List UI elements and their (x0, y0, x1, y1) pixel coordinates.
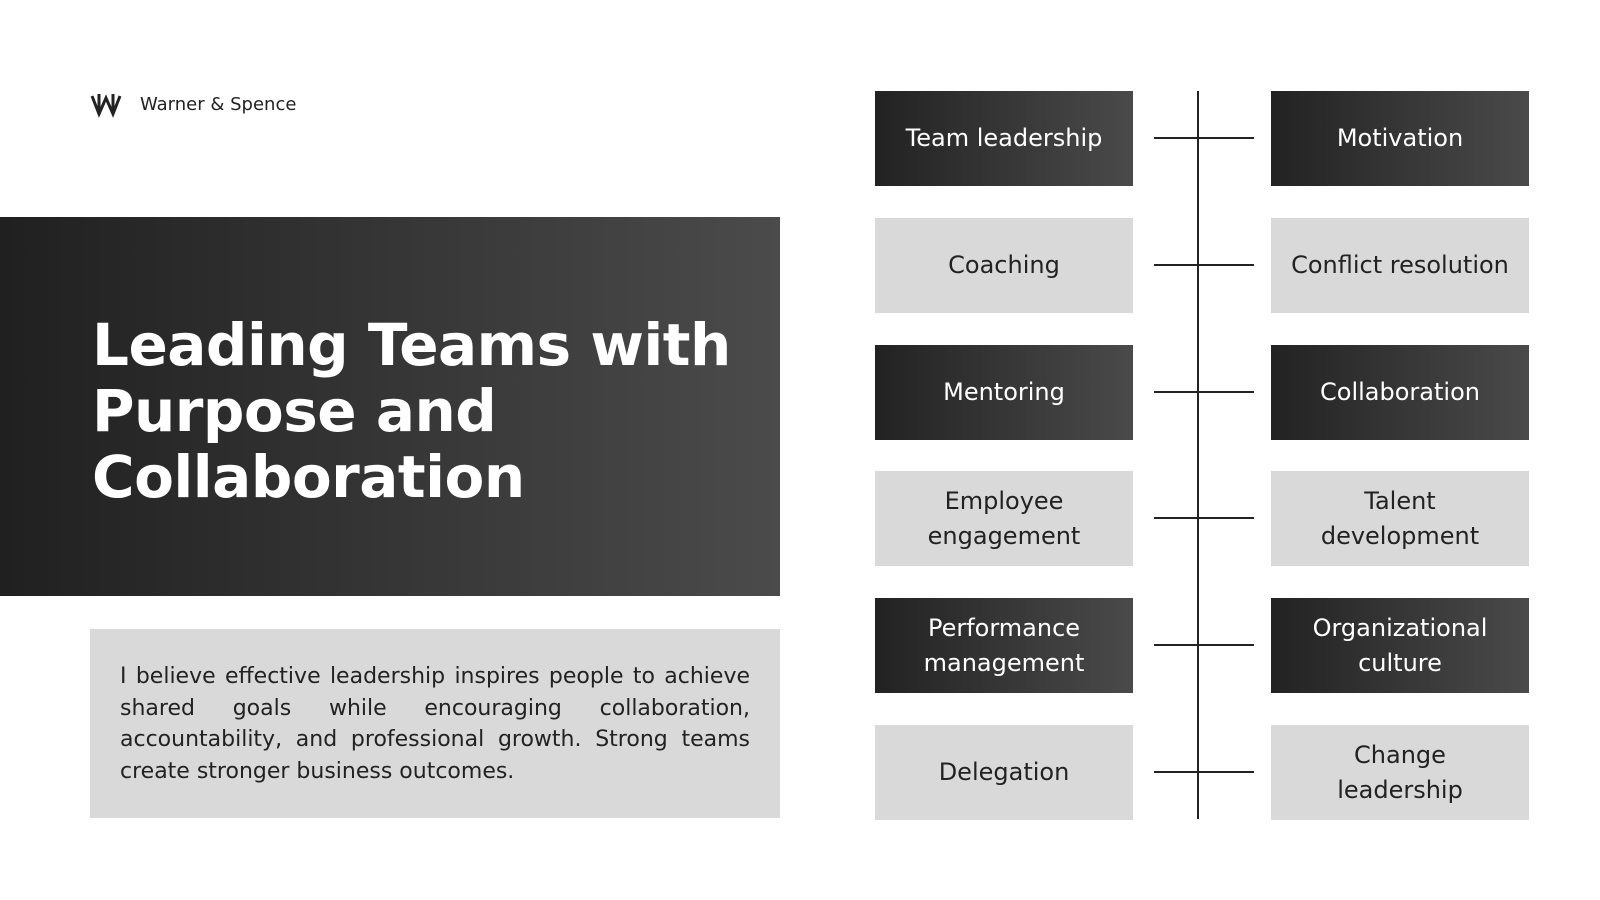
timeline-spine (1197, 91, 1199, 819)
skill-label: Collaboration (1320, 378, 1480, 406)
connector-line (1154, 391, 1254, 393)
connector-line (1154, 517, 1254, 519)
skill-label: Coaching (948, 251, 1060, 279)
connector-line (1154, 137, 1254, 139)
skill-card-right: Motivation (1271, 91, 1529, 186)
brand-name: Warner & Spence (140, 93, 297, 115)
w-logo-icon (90, 94, 122, 118)
skill-card-left: Employee engagement (875, 471, 1133, 566)
skill-card-left: Coaching (875, 218, 1133, 313)
skill-card-right: Change leadership (1271, 725, 1529, 820)
page-title: Leading Teams with Purpose and Collabora… (92, 311, 731, 511)
skill-card-left: Mentoring (875, 345, 1133, 440)
skill-label: Employee engagement (927, 486, 1081, 550)
skill-label: Change leadership (1337, 740, 1463, 804)
skill-card-right: Collaboration (1271, 345, 1529, 440)
skill-label: Motivation (1336, 124, 1464, 152)
skill-card-left: Team leadership (875, 91, 1133, 186)
connector-line (1154, 264, 1254, 266)
skill-label: Conflict resolution (1291, 251, 1509, 279)
quote-box: I believe effective leadership inspires … (90, 629, 780, 818)
skill-label: Talent development (1320, 486, 1480, 550)
skill-label: Delegation (938, 758, 1070, 786)
skill-label: Performance management (923, 613, 1085, 677)
skill-card-right: Organizational culture (1271, 598, 1529, 693)
skill-card-right: Conflict resolution (1271, 218, 1529, 313)
skill-label: Organizational culture (1312, 613, 1488, 677)
connector-line (1154, 644, 1254, 646)
connector-line (1154, 771, 1254, 773)
brand: Warner & Spence (90, 90, 296, 118)
skill-card-left: Delegation (875, 725, 1133, 820)
skill-card-left: Performance management (875, 598, 1133, 693)
title-banner: Leading Teams with Purpose and Collabora… (0, 217, 780, 596)
skill-label: Team leadership (905, 124, 1103, 152)
skill-card-right: Talent development (1271, 471, 1529, 566)
skill-label: Mentoring (943, 378, 1065, 406)
quote-text: I believe effective leadership inspires … (120, 664, 750, 784)
